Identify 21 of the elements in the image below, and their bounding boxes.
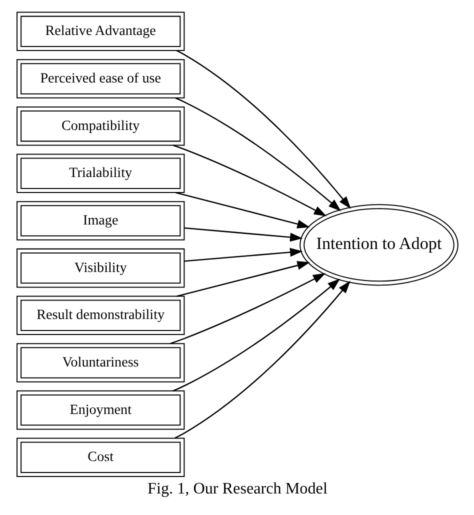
arrow (170, 273, 326, 344)
node-box: Perceived ease of use (16, 59, 184, 98)
node-box: Cost (16, 438, 184, 478)
arrow (174, 280, 350, 439)
arrow (174, 97, 341, 212)
node-box: Trialability (16, 154, 184, 194)
node-box: Result demonstrability (16, 296, 184, 336)
node-box: Enjoyment (16, 390, 184, 430)
arrow (184, 227, 302, 242)
arrow (172, 278, 340, 392)
arrow (176, 50, 350, 209)
arrow (172, 144, 326, 216)
node-box: Compatibility (16, 106, 184, 146)
node-box: Visibility (16, 248, 184, 288)
node-box: Image (16, 201, 184, 240)
arrow (176, 261, 310, 297)
node-box: Relative Advantage (16, 12, 184, 52)
caption: Fig. 1, Our Research Model (147, 480, 327, 498)
node-box: Voluntariness (16, 343, 184, 382)
arrow (184, 248, 302, 262)
arrow (175, 192, 310, 228)
